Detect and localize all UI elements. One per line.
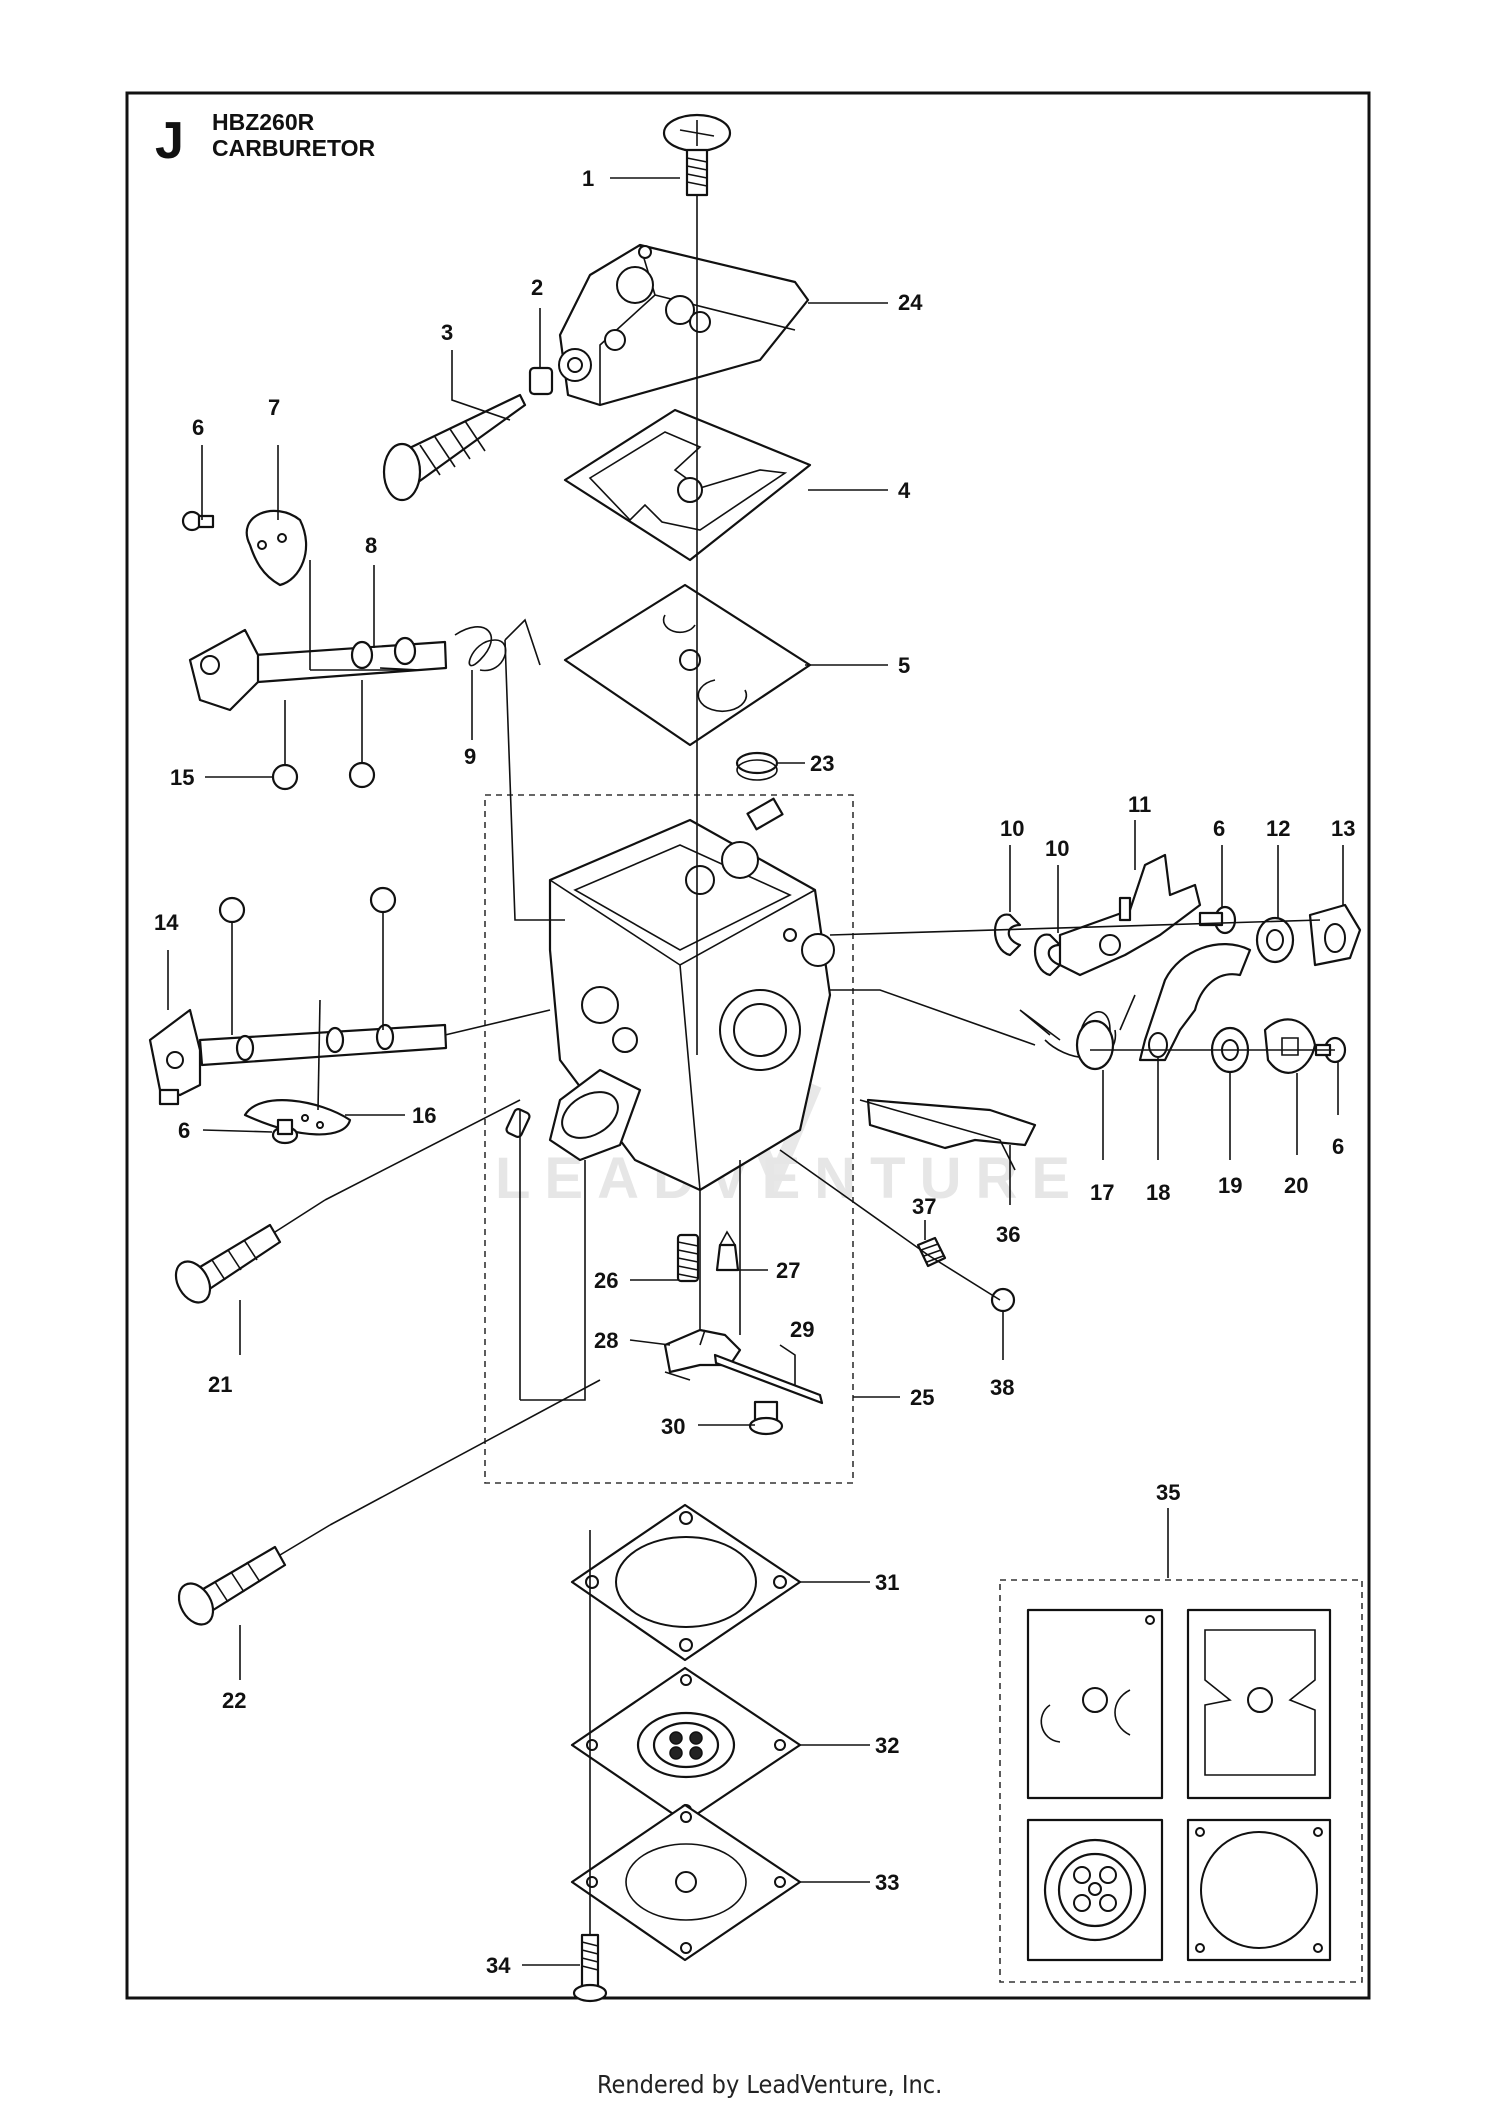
part-6-screw-c	[1198, 905, 1237, 935]
part-30-screw	[748, 1400, 784, 1436]
callout-6-left: 6	[178, 1118, 190, 1143]
part-4-gasket	[563, 408, 812, 562]
part-32-metering-diaphragm	[570, 1666, 802, 1824]
callout-2: 2	[531, 275, 543, 300]
part-23-filter	[735, 751, 779, 781]
part-31-gasket	[570, 1503, 802, 1662]
part-29-lever-pin	[713, 1353, 824, 1405]
part-5-diaphragm	[563, 583, 812, 747]
diagram-title: CARBURETOR	[212, 135, 376, 161]
part-3-adjust-screw	[382, 393, 527, 502]
callout-8: 8	[365, 533, 377, 558]
part-36-plate	[866, 1098, 1037, 1150]
part-33-diaphragm-cover	[570, 1803, 802, 1962]
callout-29: 29	[790, 1317, 814, 1342]
part-9-spring	[454, 618, 541, 672]
callout-20: 20	[1284, 1173, 1308, 1198]
part-6-screw-b	[271, 1118, 299, 1145]
part-28-control-lever	[663, 1328, 742, 1381]
callout-leaders	[167, 177, 1344, 1966]
part-12-washer	[1255, 916, 1295, 964]
part-35-kit-gasket-c	[1186, 1818, 1332, 1962]
callout-27: 27	[776, 1258, 800, 1283]
part-27-inlet-needle	[715, 1230, 740, 1272]
part-20-bushing	[1263, 1018, 1317, 1074]
callout-7: 7	[268, 395, 280, 420]
callout-26: 26	[594, 1268, 618, 1293]
part-6-screw-a	[181, 510, 215, 532]
model-number: HBZ260R	[212, 109, 315, 135]
section-letter: J	[155, 112, 184, 170]
callout-6-right: 6	[1213, 816, 1225, 841]
callout-33: 33	[875, 1870, 899, 1895]
callout-30: 30	[661, 1414, 685, 1439]
callout-4: 4	[898, 478, 911, 503]
part-13-bushing	[1308, 903, 1362, 967]
assembly-lines	[231, 195, 1335, 1935]
callout-10-a: 10	[1000, 816, 1024, 841]
part-24-pump-cover	[558, 243, 810, 407]
part-1-screw	[662, 113, 732, 197]
callout-14: 14	[154, 910, 179, 935]
part-14-orings	[218, 886, 397, 924]
part-2-plug	[528, 366, 554, 396]
part-7-valve-disc	[245, 509, 308, 587]
callout-5: 5	[898, 653, 910, 678]
callout-23: 23	[810, 751, 834, 776]
callout-12: 12	[1266, 816, 1290, 841]
callout-38: 38	[990, 1375, 1014, 1400]
callout-16: 16	[412, 1103, 436, 1128]
callout-17: 17	[1090, 1180, 1114, 1205]
callout-35: 35	[1156, 1480, 1180, 1505]
callout-labels: 1 2 3 24 6 7 8 4 5 9 15 23 14 16 6 21 22…	[154, 166, 1355, 1978]
part-26-spring	[676, 1233, 700, 1283]
part-21-needle-screw	[174, 1199, 326, 1304]
callout-22: 22	[222, 1688, 246, 1713]
part-18-choke-lever	[1138, 943, 1252, 1062]
part-8-throttle-shaft	[188, 628, 448, 712]
callout-6-lower-right: 6	[1332, 1134, 1344, 1159]
callout-34: 34	[486, 1953, 511, 1978]
callout-9: 9	[464, 744, 476, 769]
callout-6-top: 6	[192, 415, 204, 440]
part-38-ball	[990, 1287, 1016, 1313]
callout-11: 11	[1128, 792, 1151, 817]
callout-21: 21	[208, 1372, 232, 1397]
callout-36: 36	[996, 1222, 1020, 1247]
callout-19: 19	[1218, 1173, 1242, 1198]
part-17-spring	[1019, 994, 1136, 1071]
part-10-clips	[993, 913, 1062, 977]
footer-credit: Rendered by LeadVenture, Inc.	[597, 2070, 942, 2099]
part-35-kit-gasket-a	[1026, 1608, 1164, 1800]
part-35-kit-gasket-b	[1186, 1608, 1332, 1800]
group-box-35	[999, 1579, 1363, 1983]
part-34-screw	[572, 1933, 608, 2003]
part-16-choke-valve	[243, 1099, 352, 1136]
callout-10-b: 10	[1045, 836, 1069, 861]
callout-37: 37	[912, 1194, 936, 1219]
callout-31: 31	[875, 1570, 899, 1595]
callout-15: 15	[170, 765, 194, 790]
callout-25: 25	[910, 1385, 934, 1410]
part-35-kit-diaphragm	[1026, 1818, 1164, 1962]
diagram-frame	[125, 91, 1371, 2000]
part-37-spring	[916, 1236, 947, 1268]
callout-28: 28	[594, 1328, 618, 1353]
part-14-choke-shaft	[148, 1008, 448, 1106]
callout-18: 18	[1146, 1180, 1170, 1205]
callout-13: 13	[1331, 816, 1355, 841]
part-15-orings	[271, 761, 376, 791]
callout-3: 3	[441, 320, 453, 345]
carburetor-body	[505, 797, 835, 1192]
callout-1: 1	[582, 166, 594, 191]
part-22-needle-screw	[177, 1524, 331, 1626]
callout-24: 24	[898, 290, 923, 315]
part-11-throttle-lever	[1058, 853, 1202, 977]
callout-32: 32	[875, 1733, 899, 1758]
